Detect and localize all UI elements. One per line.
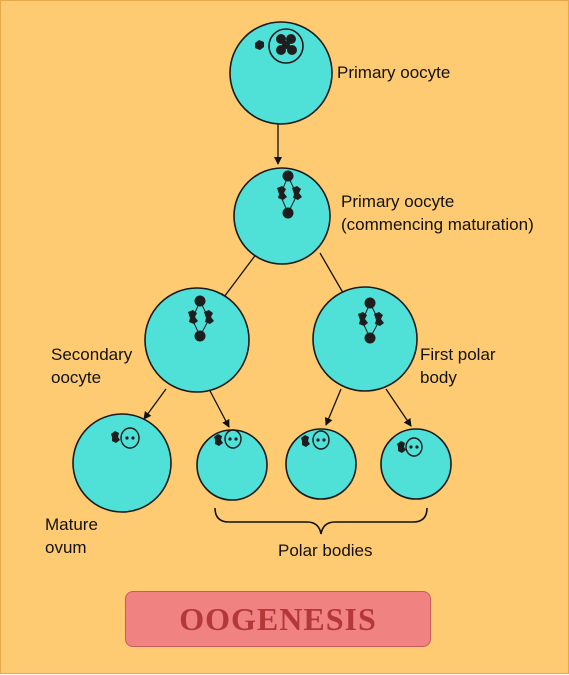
arrow-maturing-to-secondary — [220, 252, 258, 302]
primary-oocyte-cell — [229, 21, 333, 125]
polar-bodies-brace — [214, 507, 428, 535]
arrow-first-polar-to-polar-3 — [385, 388, 412, 427]
label-maturing-oocyte-line1: Primary oocyte — [341, 192, 455, 211]
chromatin — [276, 34, 297, 55]
mature-ovum-cell — [72, 413, 172, 513]
label-polar-bodies: Polar bodies — [278, 541, 373, 560]
nucleus — [268, 28, 304, 64]
arrow-first-polar-to-polar-2 — [325, 388, 342, 426]
label-primary-oocyte: Primary oocyte — [337, 63, 451, 82]
pronucleus — [120, 427, 140, 449]
label-mature-ovum-line2: ovum — [45, 538, 87, 557]
diagram-title: OOGENESIS — [179, 600, 377, 637]
title-banner: OOGENESIS — [125, 591, 431, 647]
centrosome — [255, 40, 264, 50]
label-first-polar-body-line1: First polar — [420, 345, 496, 364]
label-secondary-oocyte-line2: oocyte — [51, 368, 102, 387]
spindle-3 — [358, 297, 384, 344]
label-mature-ovum-line1: Mature — [45, 515, 98, 534]
arrow-secondary-to-polar-1 — [208, 388, 230, 428]
secondary-oocyte-cell — [144, 287, 250, 393]
label-maturing-oocyte-line2: (commencing maturation) — [341, 215, 534, 234]
first-polar-body-cell — [312, 286, 418, 392]
spindle-2 — [188, 295, 214, 342]
label-secondary-oocyte-line1: Secondary — [51, 345, 133, 364]
arrow-secondary-to-ovum — [143, 388, 167, 420]
arrows — [143, 124, 412, 428]
arrow-maturing-to-first-polar — [319, 252, 347, 299]
label-first-polar-body-line2: body — [420, 368, 457, 387]
polar-body-3 — [380, 428, 452, 500]
polar-body-1 — [196, 429, 268, 501]
maturing-oocyte-cell — [233, 167, 331, 265]
spindle-1 — [277, 170, 302, 219]
polar-body-2 — [285, 428, 357, 500]
